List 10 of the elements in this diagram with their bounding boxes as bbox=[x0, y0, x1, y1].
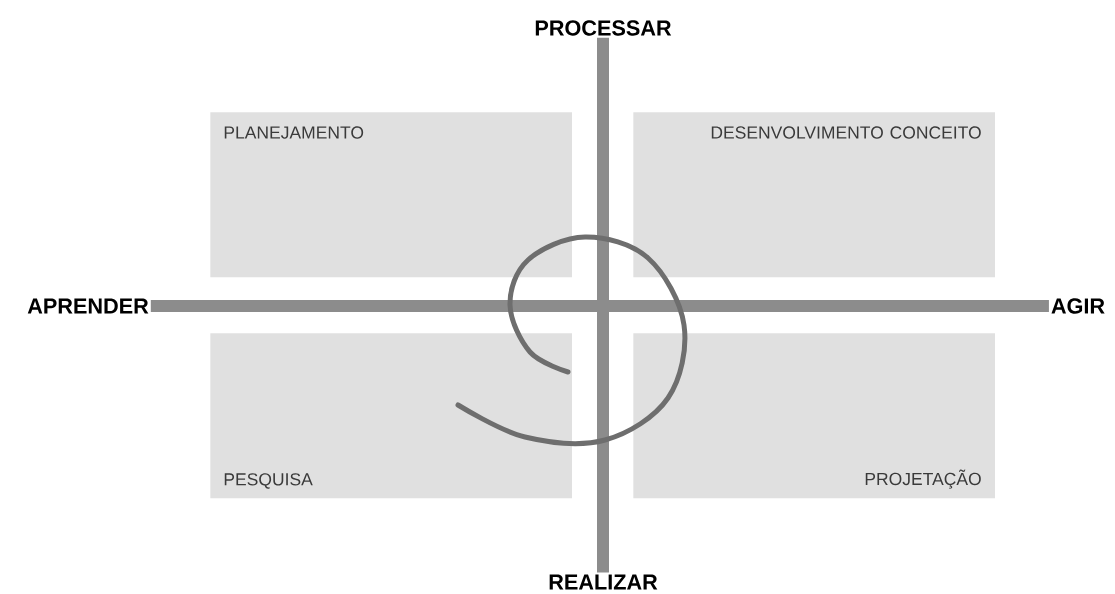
axis-bar bbox=[597, 37, 609, 573]
quadrant-box: PLANEJAMENTO bbox=[210, 112, 572, 278]
quadrant-box: PROJETAÇÃO bbox=[633, 333, 995, 499]
axis-label: PROCESSAR bbox=[535, 20, 672, 36]
quadrant-box: PESQUISA bbox=[210, 333, 572, 499]
axis-bar bbox=[150, 300, 1049, 312]
quadrant-box: DESENVOLVIMENTO CONCEITO bbox=[633, 112, 995, 278]
axis-label: REALIZAR bbox=[549, 574, 658, 590]
axis-label: APRENDER bbox=[27, 298, 149, 314]
axis-label: AGIR bbox=[1051, 298, 1105, 314]
